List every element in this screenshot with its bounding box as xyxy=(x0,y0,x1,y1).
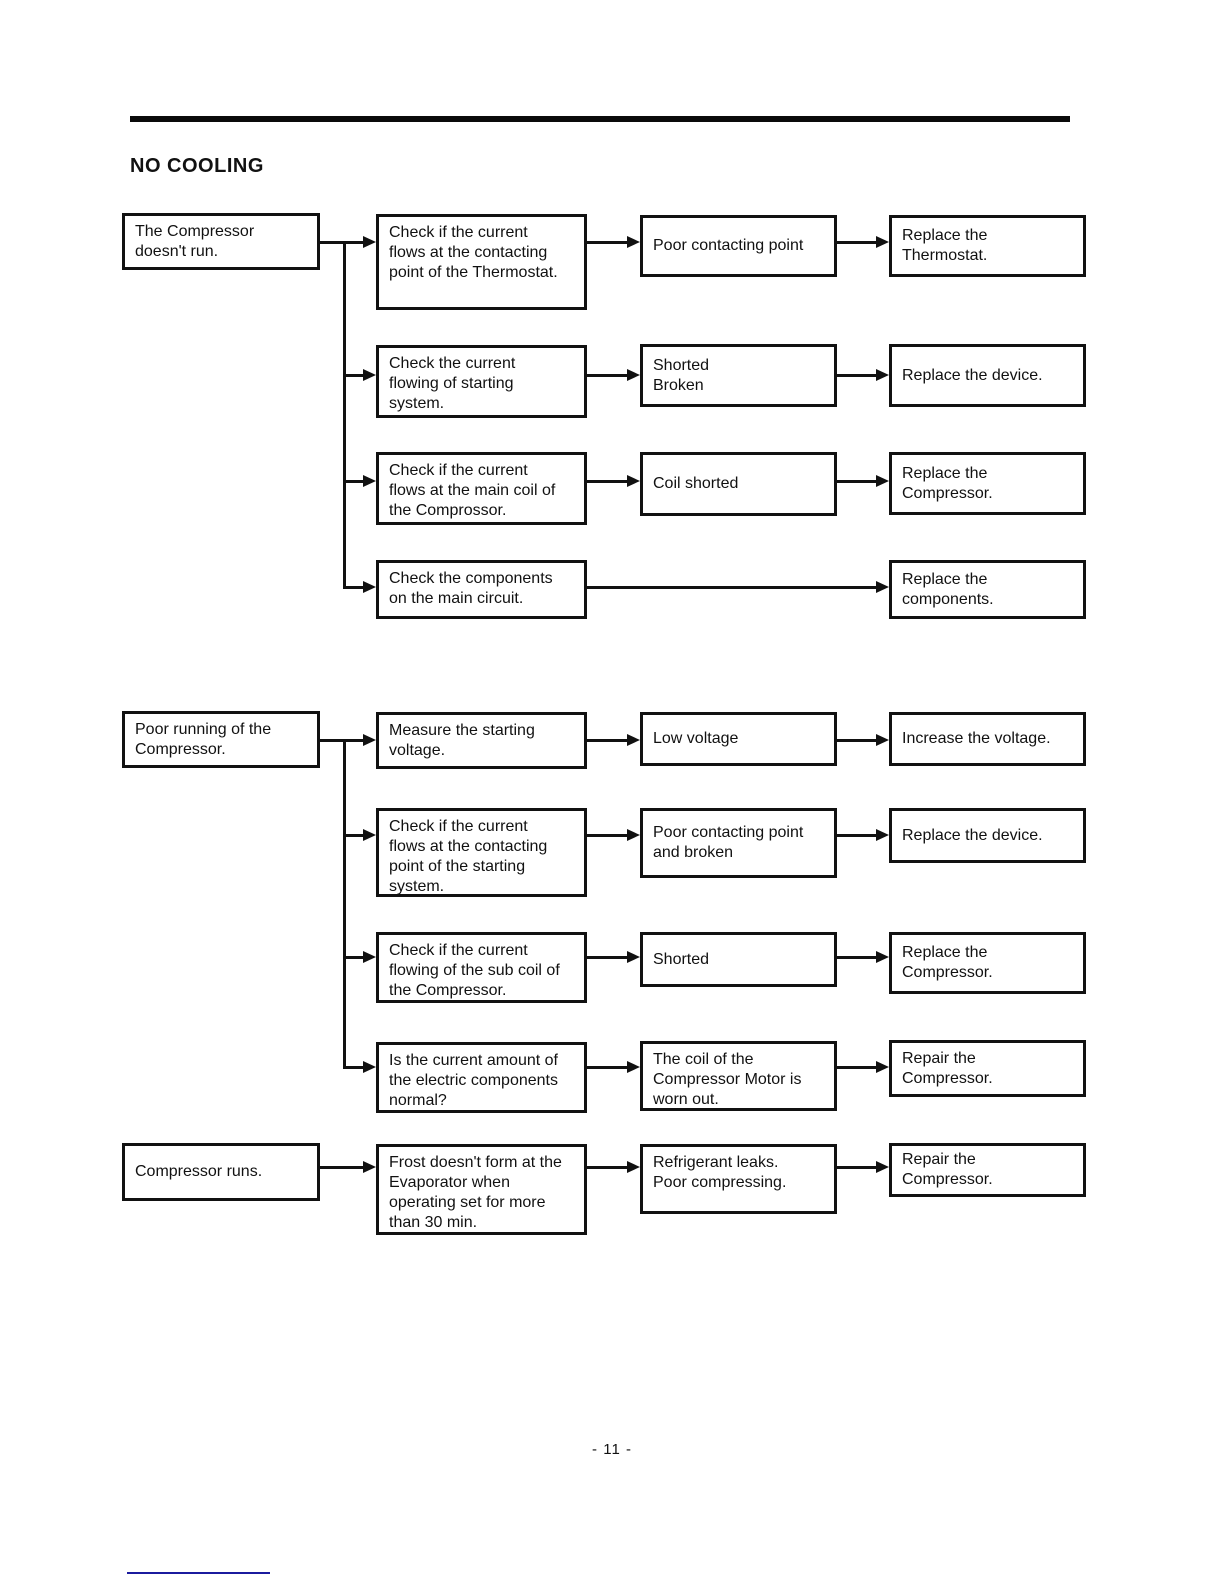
flow-cause-box: Poor contacting point and broken xyxy=(640,808,837,878)
flow-arrowhead xyxy=(876,1161,889,1173)
flow-start-box: Compressor runs. xyxy=(122,1143,320,1201)
flow-arrowhead xyxy=(876,369,889,381)
connector-line xyxy=(837,480,878,483)
top-rule xyxy=(130,116,1070,122)
flow-check-box: Check the current flowing of starting sy… xyxy=(376,345,587,418)
flow-check-box: Check the components on the main circuit… xyxy=(376,560,587,619)
connector-line xyxy=(343,374,365,377)
flow-arrowhead xyxy=(363,475,376,487)
page-number: - 11 - xyxy=(592,1441,632,1458)
flow-arrowhead xyxy=(627,369,640,381)
connector-line xyxy=(343,241,346,589)
flow-arrowhead xyxy=(627,829,640,841)
flow-remedy-box: Repair the Compressor. xyxy=(889,1040,1086,1097)
connector-line xyxy=(343,834,365,837)
flow-arrowhead xyxy=(363,829,376,841)
flow-check-box: Frost doesn't form at the Evaporator whe… xyxy=(376,1144,587,1235)
connector-line xyxy=(587,834,629,837)
flow-arrowhead xyxy=(363,581,376,593)
flow-arrowhead xyxy=(363,1061,376,1073)
flow-arrowhead xyxy=(876,236,889,248)
connector-line xyxy=(343,480,365,483)
connector-line xyxy=(587,956,629,959)
connector-line xyxy=(837,1166,878,1169)
flow-arrowhead xyxy=(876,581,889,593)
flow-cause-box: Refrigerant leaks. Poor compressing. xyxy=(640,1144,837,1214)
flow-check-box: Is the current amount of the electric co… xyxy=(376,1042,587,1113)
flow-arrowhead xyxy=(363,951,376,963)
flow-start-box: The Compressor doesn't run. xyxy=(122,213,320,270)
flow-remedy-box: Replace the Compressor. xyxy=(889,452,1086,515)
flow-arrowhead xyxy=(363,734,376,746)
connector-line xyxy=(837,374,878,377)
connector-line xyxy=(837,1066,878,1069)
flow-check-box: Check if the current flows at the main c… xyxy=(376,452,587,525)
flow-arrowhead xyxy=(876,734,889,746)
connector-line xyxy=(587,1166,629,1169)
connector-line xyxy=(320,739,365,742)
connector-line xyxy=(343,956,365,959)
flow-remedy-box: Increase the voltage. xyxy=(889,712,1086,766)
flow-remedy-box: Repair the Compressor. xyxy=(889,1143,1086,1197)
footer-blue-line xyxy=(127,1572,270,1574)
connector-line xyxy=(587,586,878,589)
flow-arrowhead xyxy=(363,369,376,381)
connector-line xyxy=(320,241,365,244)
flow-remedy-box: Replace the components. xyxy=(889,560,1086,619)
flow-remedy-box: Replace the device. xyxy=(889,344,1086,407)
connector-line xyxy=(587,1066,629,1069)
connector-line xyxy=(837,241,878,244)
flow-cause-box: Low voltage xyxy=(640,712,837,766)
connector-line xyxy=(343,1066,365,1069)
flow-cause-box: Poor contacting point xyxy=(640,215,837,277)
flow-cause-box: Coil shorted xyxy=(640,452,837,516)
flow-arrowhead xyxy=(627,1161,640,1173)
connector-line xyxy=(320,1166,365,1169)
flow-arrowhead xyxy=(627,475,640,487)
flow-remedy-box: Replace the Compressor. xyxy=(889,932,1086,994)
connector-line xyxy=(837,956,878,959)
connector-line xyxy=(587,374,629,377)
flow-check-box: Check if the current flows at the contac… xyxy=(376,808,587,897)
flow-remedy-box: Replace the device. xyxy=(889,808,1086,863)
flow-cause-box: The coil of the Compressor Motor is worn… xyxy=(640,1041,837,1111)
connector-line xyxy=(343,586,365,589)
flow-arrowhead xyxy=(627,236,640,248)
flow-arrowhead xyxy=(876,475,889,487)
flow-check-box: Check if the current flows at the contac… xyxy=(376,214,587,310)
page-title: NO COOLING xyxy=(130,155,264,177)
connector-line xyxy=(343,739,346,1069)
flow-cause-box: Shorted xyxy=(640,932,837,987)
flow-check-box: Check if the current flowing of the sub … xyxy=(376,932,587,1003)
flow-arrowhead xyxy=(627,1061,640,1073)
flow-cause-box: Shorted Broken xyxy=(640,344,837,407)
flow-arrowhead xyxy=(363,1161,376,1173)
connector-line xyxy=(837,739,878,742)
connector-line xyxy=(587,241,629,244)
flow-start-box: Poor running of the Compressor. xyxy=(122,711,320,768)
connector-line xyxy=(837,834,878,837)
flow-arrowhead xyxy=(876,1061,889,1073)
flow-arrowhead xyxy=(627,734,640,746)
connector-line xyxy=(587,739,629,742)
flow-arrowhead xyxy=(627,951,640,963)
flow-arrowhead xyxy=(363,236,376,248)
flow-check-box: Measure the starting voltage. xyxy=(376,712,587,769)
flow-remedy-box: Replace the Thermostat. xyxy=(889,215,1086,277)
flow-arrowhead xyxy=(876,951,889,963)
flow-arrowhead xyxy=(876,829,889,841)
connector-line xyxy=(587,480,629,483)
